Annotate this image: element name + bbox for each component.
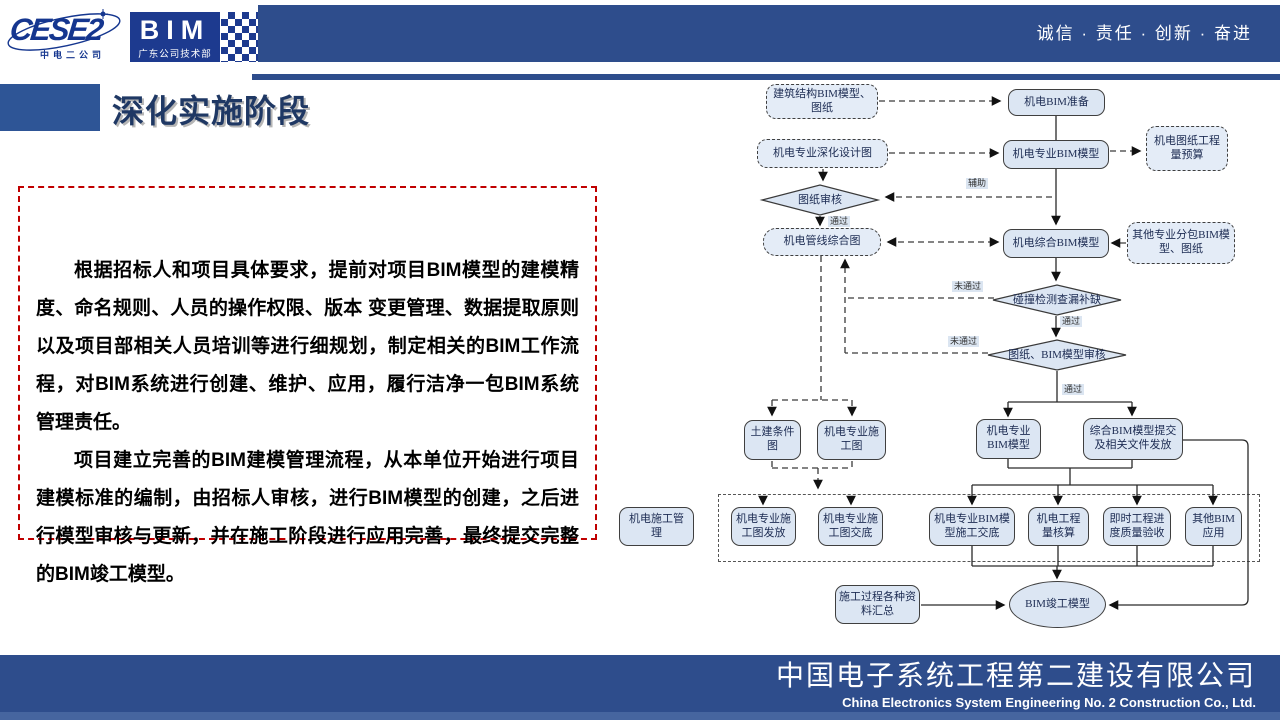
flow-node-handover: 机电专业施工图交底	[818, 507, 883, 546]
edge-label-pass-2: 通过	[1060, 316, 1083, 327]
footer: 中国电子系统工程第二建设有限公司 China Electronics Syste…	[0, 655, 1280, 712]
flow-decision-model-review: 图纸、BIM模型审核	[1008, 348, 1106, 361]
content-box: 根据招标人和项目具体要求，提前对项目BIM模型的建模精度、命名规则、人员的操作权…	[18, 186, 597, 585]
flow-node-manage: 机电施工管理	[619, 507, 694, 546]
flow-node-model-handover: 机电专业BIM模型施工交底	[929, 507, 1015, 546]
flow-node-budget: 机电图纸工程量预算	[1146, 126, 1228, 171]
flow-node-submit: 综合BIM模型提交及相关文件发放	[1083, 418, 1183, 460]
paragraph-2: 项目建立完善的BIM建模管理流程，从本单位开始进行项目建模标准的编制，由招标人审…	[36, 450, 579, 585]
company-name-cn: 中国电子系统工程第二建设有限公司	[775, 660, 1256, 691]
flow-node-quality: 即时工程进度质量验收	[1103, 507, 1171, 546]
flow-node-pipeline: 机电管线综合图	[763, 228, 881, 256]
company-name-en: China Electronics System Engineering No.…	[842, 695, 1256, 710]
construction-stage-group	[718, 494, 1260, 562]
flow-node-arch: 建筑结构BIM模型、图纸	[766, 84, 878, 119]
flow-decision-drawing-review: 图纸审核	[798, 193, 842, 206]
flow-node-quantity: 机电工程量核算	[1028, 507, 1089, 546]
bim-logo-subtext: 广东公司技术部	[138, 49, 212, 60]
flow-node-prep: 机电BIM准备	[1008, 89, 1105, 116]
flow-node-deepen: 机电专业深化设计图	[757, 139, 888, 168]
page-title: 深化实施阶段	[112, 93, 311, 129]
cese2-logo-subtext: 中电二公司	[40, 50, 106, 60]
flow-decision-clash: 碰撞检测查漏补缺	[1013, 293, 1101, 306]
flow-node-other-bim: 其他BIM应用	[1185, 507, 1242, 546]
flow-node-final: BIM竣工模型	[1009, 581, 1106, 628]
bim-logo: BIM 广东公司技术部	[130, 12, 220, 62]
header-rule	[252, 74, 1280, 80]
title-accent-block	[0, 84, 100, 131]
flow-node-issue: 机电专业施工图发放	[731, 507, 796, 546]
flow-node-other-sub: 其他专业分包BIM模型、图纸	[1127, 222, 1235, 264]
flow-node-combined: 机电综合BIM模型	[1003, 229, 1109, 258]
slogan-bar: 诚信 · 责任 · 创新 · 奋进	[258, 5, 1280, 62]
flow-node-mep-model2: 机电专业BIM模型	[976, 419, 1041, 459]
flow-node-mep-model: 机电专业BIM模型	[1003, 140, 1109, 169]
bim-logo-text: BIM	[139, 15, 211, 45]
slogan-text: 诚信 · 责任 · 创新 · 奋进	[1036, 24, 1252, 43]
flow-node-civil: 土建条件图	[744, 420, 801, 460]
orbit-graphic	[7, 9, 121, 51]
edge-label-fail-1: 未通过	[952, 281, 984, 292]
edge-label-assist: 辅助	[966, 178, 989, 189]
edge-label-pass-1: 通过	[828, 216, 851, 227]
edge-label-pass-3: 通过	[1062, 384, 1085, 395]
checkerboard-decoration	[221, 12, 258, 62]
paragraph-1: 根据招标人和项目具体要求，提前对项目BIM模型的建模精度、命名规则、人员的操作权…	[36, 260, 579, 433]
footer-strip	[0, 712, 1280, 720]
flow-node-materials: 施工过程各种资料汇总	[835, 585, 920, 624]
flow-node-mep-const: 机电专业施工图	[817, 420, 886, 460]
cese2-logo: CESE2 中电二公司	[6, 8, 128, 62]
edge-label-fail-2: 未通过	[948, 336, 980, 347]
